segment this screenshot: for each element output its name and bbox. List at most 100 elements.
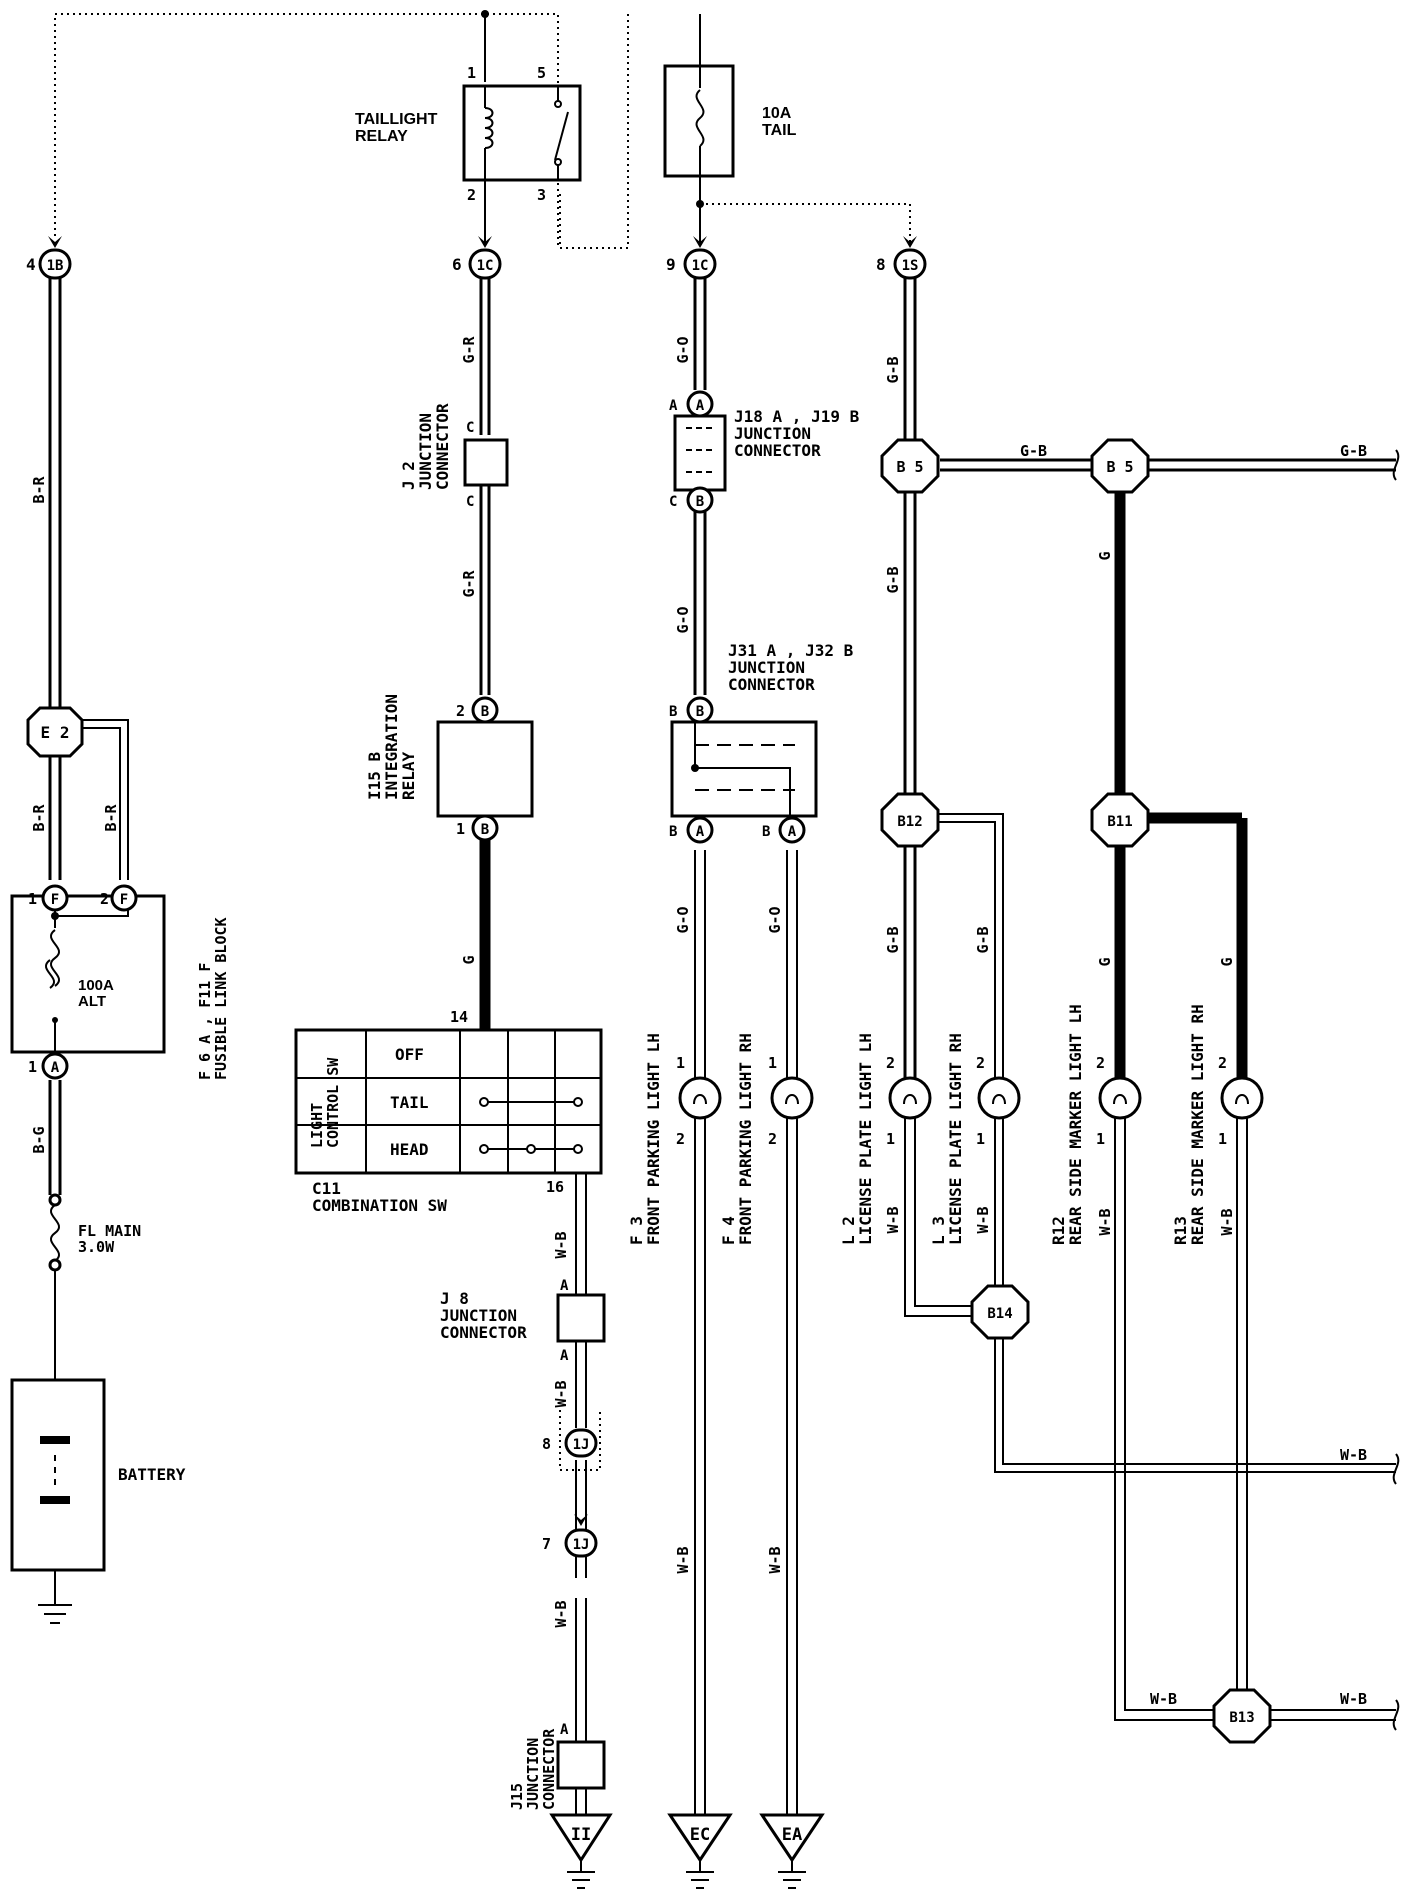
relay-pin-3: 3 bbox=[537, 186, 546, 204]
pin-num-8-1j: 8 bbox=[542, 1435, 551, 1453]
arrow-1j-down bbox=[574, 1514, 588, 1526]
pin-letter-j18-a: A bbox=[696, 398, 705, 414]
pin-a-j18 bbox=[686, 390, 714, 418]
wire-wb-rsm-rh: W-B bbox=[1218, 1208, 1236, 1235]
wire-wb-j8-top: W-B bbox=[552, 1231, 570, 1258]
pin-letter-j2-c-top: C bbox=[466, 420, 474, 436]
license-plate-rh-label: L 3LICENSE PLATE LIGHT RH bbox=[929, 1033, 965, 1245]
junction-b14 bbox=[970, 1284, 1030, 1340]
lamp-pin-lic-lh-2: 2 bbox=[886, 1054, 895, 1072]
pin-letter-j31-b: B bbox=[696, 704, 704, 720]
pin-b-j19 bbox=[686, 486, 714, 514]
junction-b13 bbox=[1212, 1688, 1272, 1744]
wire-wb-park-rh: W-B bbox=[766, 1546, 784, 1573]
pin-letter-f2: F bbox=[120, 892, 128, 908]
pin-a-parking-rh bbox=[778, 816, 806, 844]
lamp-pin-lic-rh-1: 1 bbox=[976, 1130, 985, 1148]
rear-side-marker-lh-label: R12REAR SIDE MARKER LIGHT LH bbox=[1049, 1004, 1085, 1245]
battery-circuit bbox=[10, 275, 166, 1624]
pin-num-14: 14 bbox=[450, 1008, 468, 1026]
switch-head: HEAD bbox=[390, 1140, 429, 1159]
parking-light-circuit bbox=[667, 275, 825, 1889]
wire-br-main: B-R bbox=[30, 475, 48, 503]
lamp-pin-park-lh-2: 2 bbox=[676, 1130, 685, 1148]
wire-wb-lic-lh: W-B bbox=[884, 1206, 902, 1233]
wire-go-park-rh: G-O bbox=[766, 906, 784, 933]
wire-wb-j8-bot: W-B bbox=[552, 1380, 570, 1407]
front-parking-lh-label: F 3FRONT PARKING LIGHT LH bbox=[627, 1033, 663, 1245]
junction-e2 bbox=[26, 706, 84, 758]
pin-a-fuse bbox=[41, 1052, 69, 1080]
lamp-pin-rsm-lh-2: 2 bbox=[1096, 1054, 1105, 1072]
pin-letter-j18-a-side: A bbox=[669, 398, 678, 414]
wire-gr-bot: G-R bbox=[460, 569, 478, 597]
rear-side-marker-rh-label: R13REAR SIDE MARKER LIGHT RH bbox=[1171, 1004, 1207, 1245]
pin-b-j31 bbox=[686, 696, 714, 724]
connector-label-1c-right: 1C bbox=[692, 258, 709, 274]
battery-label: BATTERY bbox=[118, 1465, 186, 1484]
connector-label-1b: 1B bbox=[47, 258, 64, 274]
wire-go-mid: G-O bbox=[674, 606, 692, 633]
pin-letter-park-rh-b: B bbox=[762, 824, 770, 840]
fuse-10a-tail bbox=[663, 64, 735, 178]
shaded-area-1j bbox=[559, 1410, 601, 1471]
connector-arrows bbox=[48, 236, 917, 248]
wire-label-wb-b14: W-B bbox=[1340, 1446, 1367, 1464]
pin-num-i15-1: 1 bbox=[456, 820, 465, 838]
wire-wb-j15: W-B bbox=[552, 1600, 570, 1627]
ground-label-ec: EC bbox=[690, 1825, 710, 1845]
pin-letter-i15-b-top: B bbox=[481, 704, 489, 720]
wire-g-integration: G bbox=[460, 955, 478, 964]
wire-br-e2-left: B-R bbox=[30, 803, 48, 831]
wire-g-rsm-lh: G bbox=[1096, 957, 1114, 966]
junction-label-b14: B14 bbox=[987, 1306, 1012, 1322]
lamp-pin-rsm-rh-1: 1 bbox=[1218, 1130, 1227, 1148]
wire-br-e2-right: B-R bbox=[102, 803, 120, 831]
pin-num-f2: 2 bbox=[100, 890, 109, 908]
pin-f1 bbox=[41, 884, 69, 912]
pin-num-f1: 1 bbox=[28, 890, 37, 908]
wire-label-wb-b13-left: W-B bbox=[1150, 1690, 1177, 1708]
wire-g-rsm-rh: G bbox=[1218, 957, 1236, 966]
junction-b12 bbox=[880, 792, 940, 848]
relay-pin-1: 1 bbox=[467, 64, 476, 82]
rear-light-circuit bbox=[888, 275, 1400, 1731]
lamp-pin-park-lh-1: 1 bbox=[676, 1054, 685, 1072]
ground-label-ii: II bbox=[571, 1825, 591, 1845]
pin-letter-j19-c: C bbox=[669, 494, 677, 510]
pin-num-16: 16 bbox=[546, 1178, 564, 1196]
wire-go-top: G-O bbox=[674, 336, 692, 363]
integration-relay-label: I15 BINTEGRATIONRELAY bbox=[365, 694, 418, 800]
ground-label-ea: EA bbox=[782, 1825, 802, 1845]
wire-gr-top: G-R bbox=[460, 335, 478, 363]
lamp-pin-rsm-lh-1: 1 bbox=[1096, 1130, 1105, 1148]
wire-wb-rsm-lh: W-B bbox=[1096, 1208, 1114, 1235]
wire-wb-lic-rh: W-B bbox=[974, 1206, 992, 1233]
wire-go-park-lh: G-O bbox=[674, 906, 692, 933]
pin-num-9: 9 bbox=[666, 255, 676, 274]
pin-f2 bbox=[110, 884, 138, 912]
wire-gb-mid: G-B bbox=[884, 566, 902, 593]
pin-num-4: 4 bbox=[26, 255, 36, 274]
pin-letter-j19-b: B bbox=[696, 494, 704, 510]
lamp-pin-park-rh-1: 1 bbox=[768, 1054, 777, 1072]
relay-pin-2: 2 bbox=[467, 186, 476, 204]
pin-letter-fuse-a: A bbox=[51, 1060, 60, 1076]
connector-label-1s: 1S bbox=[902, 258, 919, 274]
pin-letter-park-lh-a: A bbox=[696, 824, 705, 840]
pin-num-6: 6 bbox=[452, 255, 462, 274]
lamp-pin-park-rh-2: 2 bbox=[768, 1130, 777, 1148]
j15-label: J15JUNCTIONCONNECTOR bbox=[508, 1728, 558, 1810]
pin-letter-j15-a: A bbox=[560, 1722, 569, 1738]
wire-gb-lic-rh: G-B bbox=[974, 926, 992, 953]
light-control-sw-label: LIGHTCONTROL SW bbox=[308, 1057, 342, 1148]
pin-num-i15-2: 2 bbox=[456, 702, 465, 720]
junction-b11 bbox=[1090, 792, 1150, 848]
wire-label-gb-top-2: G-B bbox=[1340, 442, 1367, 460]
